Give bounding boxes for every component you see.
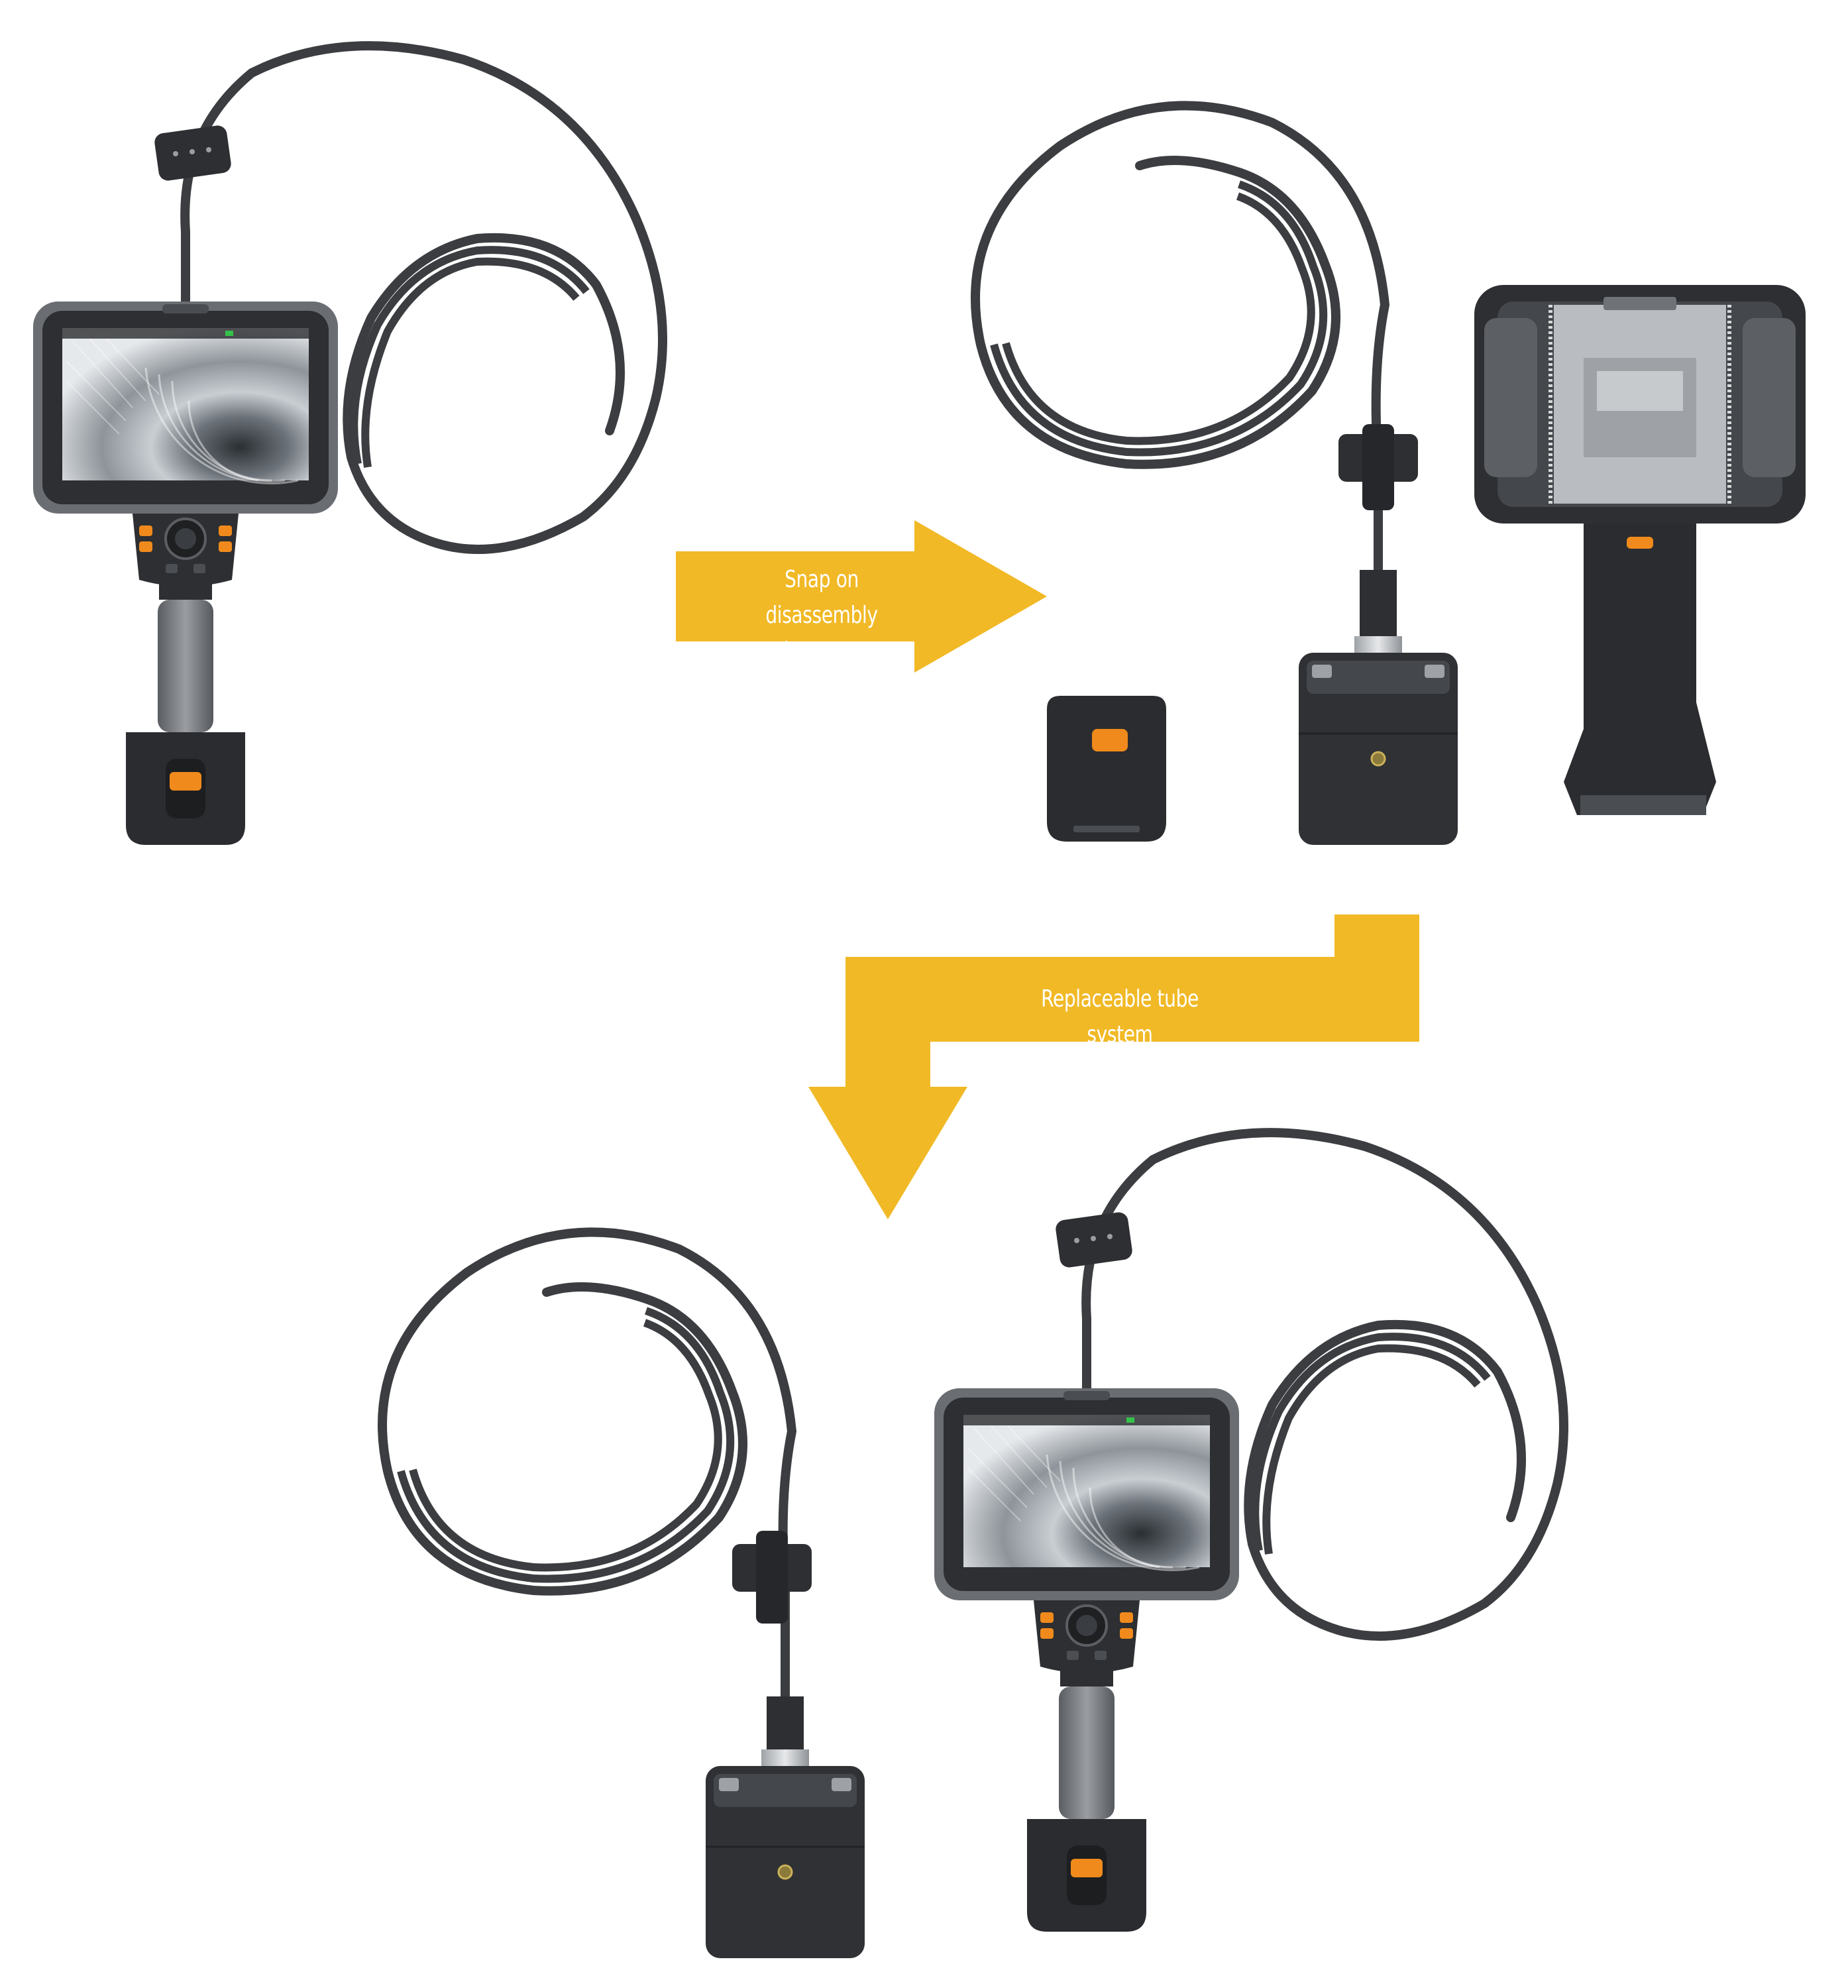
arrow-label-line-2: tube system bbox=[765, 637, 879, 665]
battery-cap-icon bbox=[1047, 696, 1166, 842]
insertion-tube-cable bbox=[1081, 1128, 1568, 1641]
arrow-label-snap-on: Snap on disassembly tube system bbox=[729, 562, 915, 669]
arrow-down-icon bbox=[808, 914, 1419, 1219]
arrow-label-line-1: Snap on disassembly bbox=[765, 566, 878, 629]
arrow-label-replaceable-text: Replaceable tube system bbox=[1041, 985, 1199, 1048]
insertion-tube-coil bbox=[971, 101, 1390, 575]
insertion-tube-coil bbox=[378, 1227, 797, 1701]
assembled-videoscope-bottom bbox=[933, 1128, 1568, 1933]
arrow-right-icon bbox=[676, 520, 1047, 673]
detached-tube-system-top bbox=[971, 101, 1459, 846]
replacement-tube-system-bottom bbox=[378, 1227, 866, 1960]
assembled-videoscope-top bbox=[32, 41, 667, 846]
insertion-tube-cable bbox=[180, 41, 667, 554]
handle-unit-icon bbox=[1474, 285, 1806, 815]
arrow-label-replaceable: Replaceable tube system bbox=[1011, 981, 1228, 1053]
